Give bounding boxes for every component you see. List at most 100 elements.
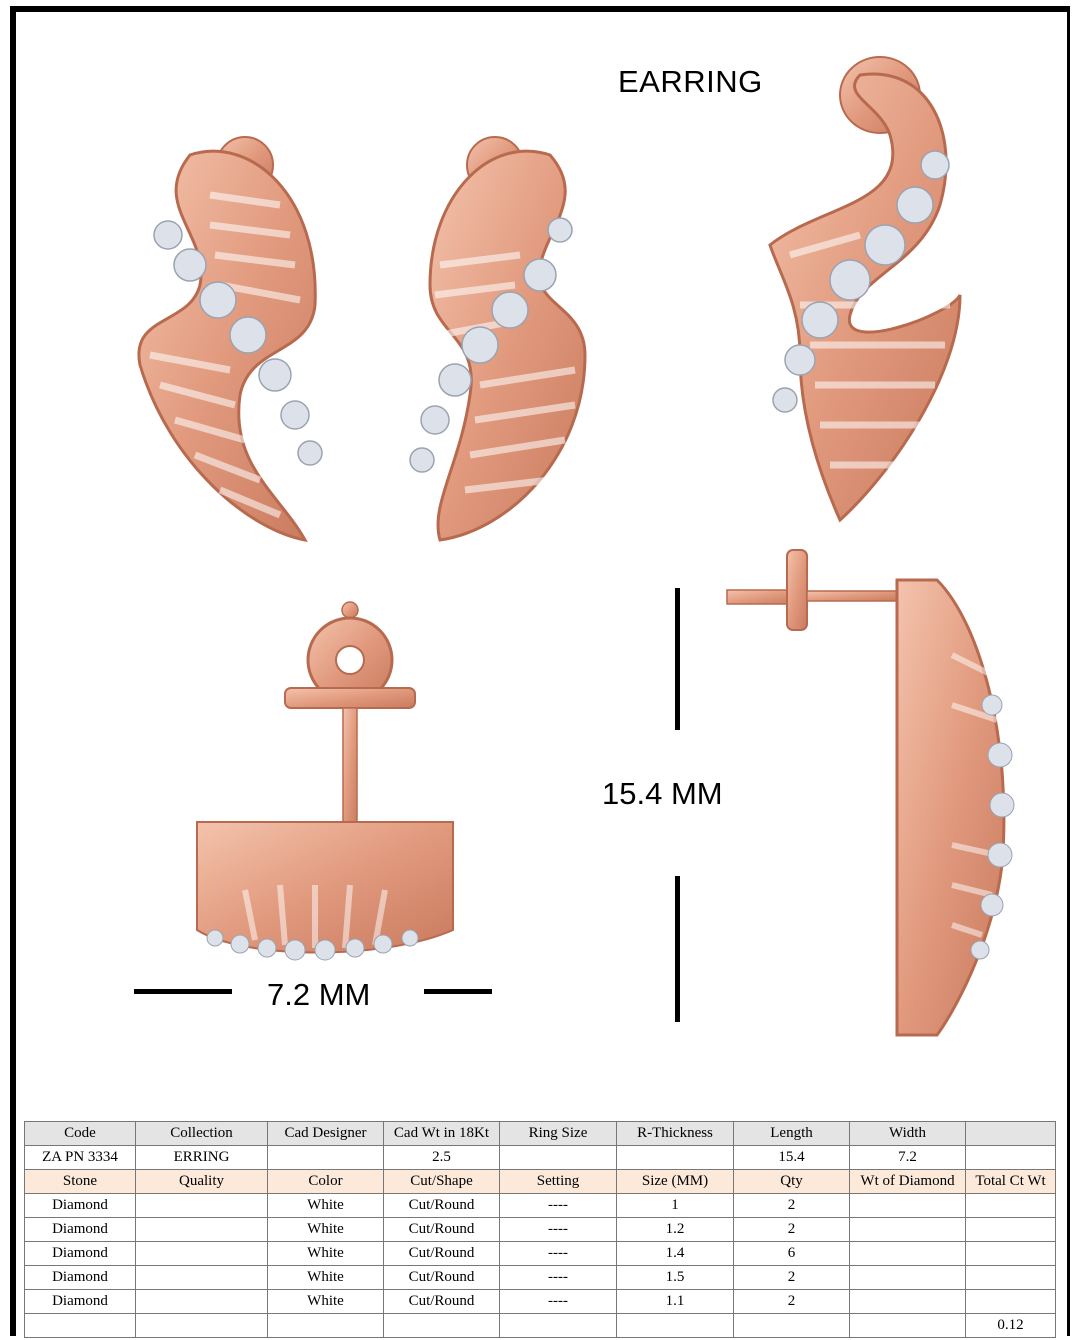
value-blank xyxy=(965,1145,1056,1170)
total-cell xyxy=(965,1265,1056,1290)
total-row-cell xyxy=(24,1313,136,1338)
color-cell: White xyxy=(267,1265,384,1290)
table-row: Diamond White Cut/Round ---- 1 2 xyxy=(24,1193,1056,1218)
header-cad-weight: Cad Wt in 18Kt xyxy=(383,1121,500,1146)
qty-cell: 2 xyxy=(733,1289,850,1314)
quality-cell xyxy=(135,1241,268,1266)
quality-cell xyxy=(135,1265,268,1290)
header-blank xyxy=(965,1121,1056,1146)
size-cell: 1.5 xyxy=(616,1265,734,1290)
stone-cell: Diamond xyxy=(24,1265,136,1290)
total-row-cell xyxy=(616,1313,734,1338)
header-ring-size: Ring Size xyxy=(499,1121,617,1146)
header-total-ct: Total Ct Wt xyxy=(965,1169,1056,1194)
header-setting: Setting xyxy=(499,1169,617,1194)
header-size: Size (MM) xyxy=(616,1169,734,1194)
value-cad-designer xyxy=(267,1145,384,1170)
header-cad-designer: Cad Designer xyxy=(267,1121,384,1146)
total-row-cell xyxy=(135,1313,268,1338)
total-row-cell xyxy=(733,1313,850,1338)
earring-angled-image xyxy=(768,56,962,523)
setting-cell: ---- xyxy=(499,1289,617,1314)
size-cell: 1.2 xyxy=(616,1217,734,1242)
color-cell: White xyxy=(267,1241,384,1266)
header-width: Width xyxy=(849,1121,966,1146)
value-ring-size xyxy=(499,1145,617,1170)
page-frame xyxy=(10,6,1070,1336)
color-cell: White xyxy=(267,1217,384,1242)
total-cell xyxy=(965,1241,1056,1266)
table-row: Diamond White Cut/Round ---- 1.5 2 xyxy=(24,1265,1056,1290)
header-quality: Quality xyxy=(135,1169,268,1194)
cut-cell: Cut/Round xyxy=(383,1241,500,1266)
spec-header-row: Code Collection Cad Designer Cad Wt in 1… xyxy=(24,1121,1056,1146)
cut-cell: Cut/Round xyxy=(383,1289,500,1314)
total-row-cell xyxy=(267,1313,384,1338)
spec-table: Code Collection Cad Designer Cad Wt in 1… xyxy=(24,1121,1056,1338)
wt-cell xyxy=(849,1217,966,1242)
total-row-cell xyxy=(499,1313,617,1338)
size-cell: 1.4 xyxy=(616,1241,734,1266)
qty-cell: 2 xyxy=(733,1193,850,1218)
header-color: Color xyxy=(267,1169,384,1194)
cut-cell: Cut/Round xyxy=(383,1217,500,1242)
size-cell: 1.1 xyxy=(616,1289,734,1314)
width-dimension-line-right xyxy=(424,989,492,994)
header-code: Code xyxy=(24,1121,136,1146)
height-dimension-label: 15.4 MM xyxy=(602,776,723,811)
quality-cell xyxy=(135,1289,268,1314)
height-dimension-line-top xyxy=(675,588,680,730)
earring-front-right-image xyxy=(409,136,587,542)
qty-cell: 2 xyxy=(733,1265,850,1290)
header-wt-diamond: Wt of Diamond xyxy=(849,1169,966,1194)
setting-cell: ---- xyxy=(499,1217,617,1242)
stone-cell: Diamond xyxy=(24,1241,136,1266)
value-collection: ERRING xyxy=(135,1145,268,1170)
table-row: Diamond White Cut/Round ---- 1.4 6 xyxy=(24,1241,1056,1266)
earring-top-view-image xyxy=(196,601,454,961)
qty-cell: 2 xyxy=(733,1217,850,1242)
cut-cell: Cut/Round xyxy=(383,1193,500,1218)
earring-side-view-image xyxy=(726,549,1015,1037)
qty-cell: 6 xyxy=(733,1241,850,1266)
value-cad-weight: 2.5 xyxy=(383,1145,500,1170)
setting-cell: ---- xyxy=(499,1265,617,1290)
total-row-cell xyxy=(383,1313,500,1338)
color-cell: White xyxy=(267,1193,384,1218)
setting-cell: ---- xyxy=(499,1241,617,1266)
quality-cell xyxy=(135,1193,268,1218)
value-length: 15.4 xyxy=(733,1145,850,1170)
stone-header-row: Stone Quality Color Cut/Shape Setting Si… xyxy=(24,1169,1056,1194)
header-qty: Qty xyxy=(733,1169,850,1194)
height-dimension-line-bottom xyxy=(675,876,680,1022)
total-row: 0.12 xyxy=(24,1313,1056,1338)
cut-cell: Cut/Round xyxy=(383,1265,500,1290)
total-row-cell xyxy=(849,1313,966,1338)
wt-cell xyxy=(849,1289,966,1314)
stone-cell: Diamond xyxy=(24,1217,136,1242)
header-length: Length xyxy=(733,1121,850,1146)
spec-value-row: ZA PN 3334 ERRING 2.5 15.4 7.2 xyxy=(24,1145,1056,1170)
table-row: Diamond White Cut/Round ---- 1.2 2 xyxy=(24,1217,1056,1242)
stone-cell: Diamond xyxy=(24,1193,136,1218)
header-collection: Collection xyxy=(135,1121,268,1146)
wt-cell xyxy=(849,1241,966,1266)
size-cell: 1 xyxy=(616,1193,734,1218)
header-r-thickness: R-Thickness xyxy=(616,1121,734,1146)
width-dimension-label: 7.2 MM xyxy=(267,977,371,1012)
total-cell xyxy=(965,1289,1056,1314)
setting-cell: ---- xyxy=(499,1193,617,1218)
value-width: 7.2 xyxy=(849,1145,966,1170)
header-stone: Stone xyxy=(24,1169,136,1194)
total-cell xyxy=(965,1193,1056,1218)
wt-cell xyxy=(849,1265,966,1290)
width-dimension-line-left xyxy=(134,989,232,994)
table-row: Diamond White Cut/Round ---- 1.1 2 xyxy=(24,1289,1056,1314)
total-ct-weight-value: 0.12 xyxy=(965,1313,1056,1338)
color-cell: White xyxy=(267,1289,384,1314)
product-title: EARRING xyxy=(618,64,763,99)
value-r-thickness xyxy=(616,1145,734,1170)
wt-cell xyxy=(849,1193,966,1218)
stone-cell: Diamond xyxy=(24,1289,136,1314)
header-cut-shape: Cut/Shape xyxy=(383,1169,500,1194)
